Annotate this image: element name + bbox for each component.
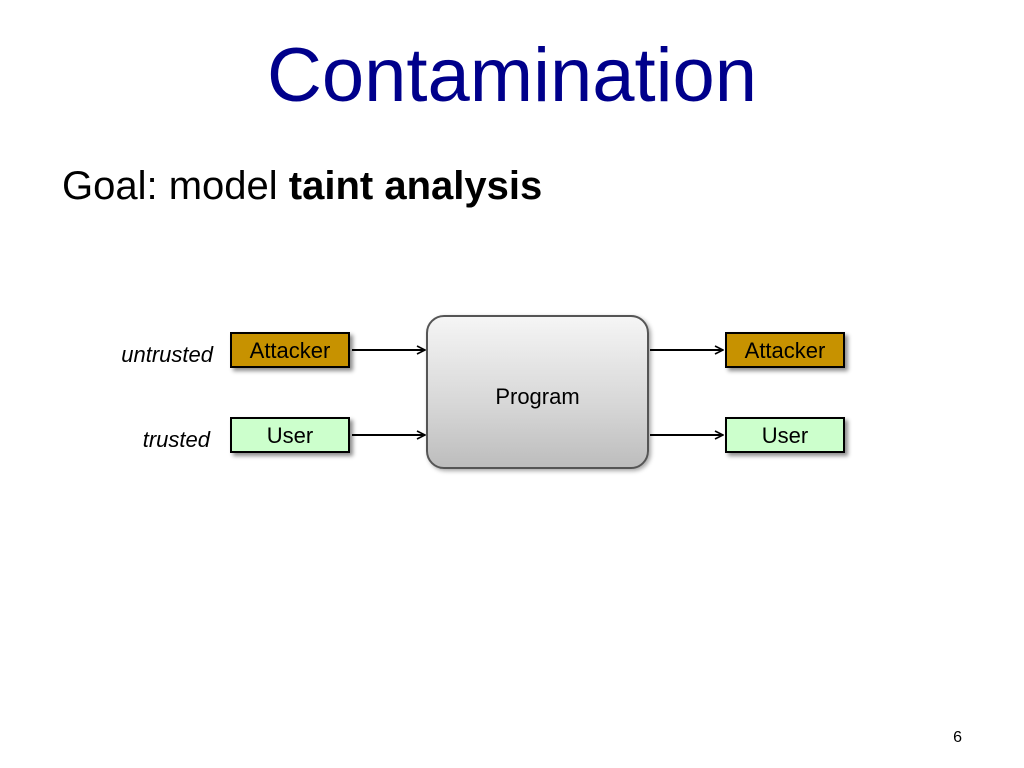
input-user-box: User — [230, 417, 350, 453]
program-label: Program — [495, 384, 580, 409]
output-attacker-label: Attacker — [744, 338, 826, 363]
output-user-label: User — [761, 423, 809, 448]
program-box: Program — [426, 315, 649, 469]
goal-emphasis: taint analysis — [288, 164, 543, 208]
output-user-box: User — [725, 417, 845, 453]
input-attacker-box: Attacker — [230, 332, 350, 368]
trusted-label: trusted — [142, 427, 210, 452]
untrusted-label: untrusted — [121, 342, 213, 367]
page-number: 6 — [953, 729, 962, 746]
goal-statement: Goal: model taint analysis — [62, 166, 542, 206]
input-user-label: User — [266, 423, 314, 448]
input-attacker-label: Attacker — [249, 338, 331, 363]
output-attacker-box: Attacker — [725, 332, 845, 368]
goal-prefix: Goal: model — [62, 164, 289, 208]
slide-title: Contamination — [266, 33, 758, 118]
